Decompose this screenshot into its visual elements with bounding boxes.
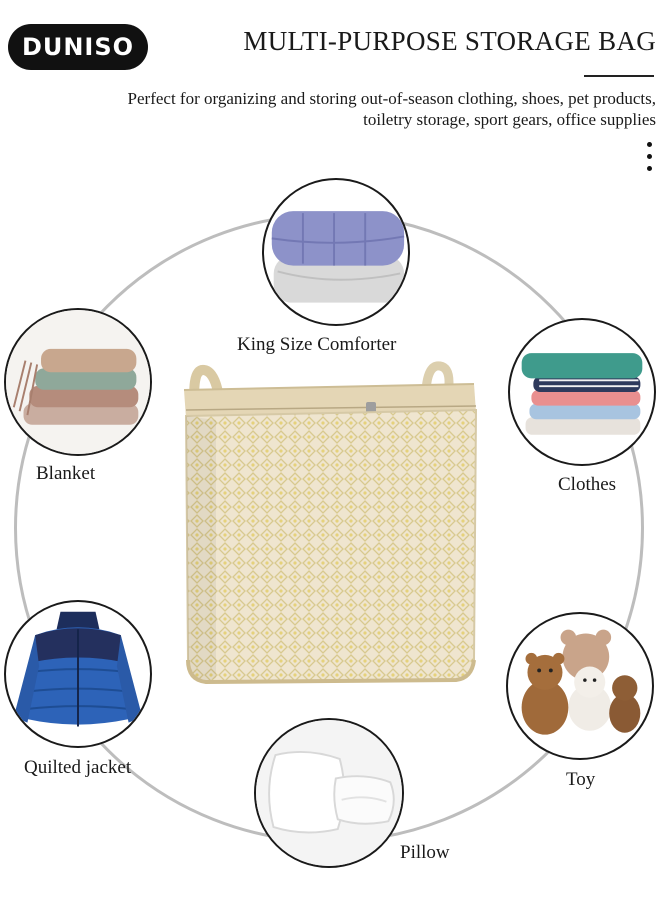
zipper-pull	[366, 402, 376, 414]
clothes-label: Clothes	[558, 474, 617, 495]
pillow-icon	[256, 720, 402, 866]
clothes-thumbnail	[508, 318, 656, 466]
title-underline	[584, 75, 654, 77]
more-options-icon[interactable]	[645, 142, 653, 176]
page-title: MULTI-PURPOSE STORAGE BAG	[243, 26, 656, 56]
storage-bag-image	[176, 360, 482, 690]
subtitle-line-1: Perfect for organizing and storing out-o…	[127, 89, 656, 108]
teddy-bear-icon	[521, 629, 641, 735]
clothes-icon	[521, 353, 643, 435]
brand-logo-text: DUNISO	[21, 33, 135, 61]
pillow-thumbnail	[254, 718, 404, 868]
comforter-thumbnail	[262, 178, 410, 326]
jacket-label: Quilted jacket	[24, 757, 132, 778]
subtitle-line-2: toiletry storage, sport gears, office su…	[363, 110, 656, 129]
jacket-icon	[13, 611, 143, 727]
toy-label: Toy	[566, 769, 596, 790]
comforter-label: King Size Comforter	[237, 334, 397, 355]
blanket-thumbnail	[4, 308, 152, 456]
blanket-label: Blanket	[36, 463, 96, 484]
pillow-label: Pillow	[400, 842, 450, 863]
blanket-icon	[6, 310, 150, 454]
page-subtitle: Perfect for organizing and storing out-o…	[10, 88, 656, 130]
comforter-icon	[271, 211, 405, 303]
toy-thumbnail	[506, 612, 654, 760]
brand-logo: DUNISO	[8, 24, 148, 70]
jacket-thumbnail	[4, 600, 152, 748]
